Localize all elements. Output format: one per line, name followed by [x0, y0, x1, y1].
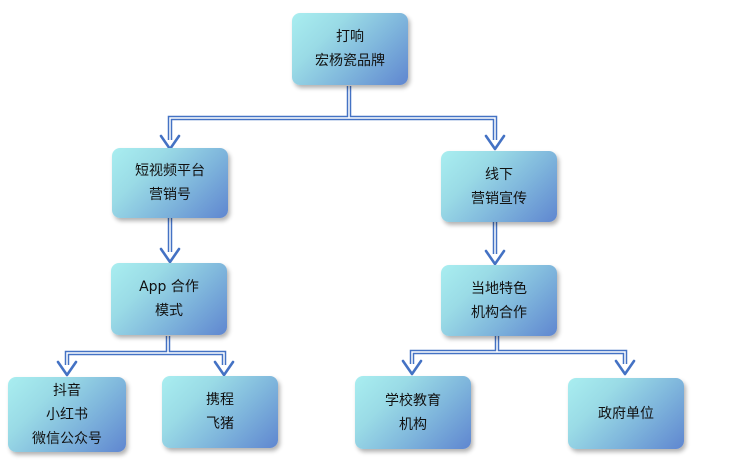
arrowhead-icon — [614, 359, 636, 376]
node-travel-line1: 携程 — [206, 392, 234, 408]
node-government: 政府单位 — [568, 378, 684, 449]
arrowhead-icon — [56, 360, 78, 377]
node-root-line1: 打响 — [336, 29, 364, 45]
connector-root-split — [167, 86, 498, 140]
node-short-video-line1: 短视频平台 — [135, 163, 205, 179]
arrowhead-icon — [401, 359, 423, 376]
node-short-video: 短视频平台 营销号 — [112, 148, 228, 218]
node-local-coop-line1: 当地特色 — [471, 280, 527, 297]
node-offline-line1: 线下 — [485, 166, 513, 183]
node-short-video-line2: 营销号 — [149, 187, 191, 203]
connector-app-split — [64, 336, 227, 365]
node-local-coop: 当地特色 机构合作 — [441, 265, 557, 336]
node-app-coop-line1: App 合作 — [139, 279, 199, 295]
node-root: 打响 宏杨瓷品牌 — [292, 13, 408, 85]
arrowhead-icon — [484, 134, 506, 151]
node-travel-line2: 飞猪 — [206, 416, 234, 432]
node-offline-line2: 营销宣传 — [471, 190, 527, 207]
node-social-line1: 抖音 — [53, 382, 81, 399]
node-app-coop: App 合作 模式 — [111, 263, 227, 335]
node-root-line2: 宏杨瓷品牌 — [315, 53, 385, 69]
node-social-line3: 微信公众号 — [32, 430, 102, 447]
node-school-line2: 机构 — [399, 416, 427, 433]
node-school: 学校教育 机构 — [355, 376, 471, 449]
node-app-coop-line2: 模式 — [155, 303, 183, 319]
node-offline: 线下 营销宣传 — [441, 151, 557, 222]
connector-local-split — [409, 336, 628, 364]
node-government-line1: 政府单位 — [598, 405, 654, 422]
node-travel: 携程 飞猪 — [162, 376, 278, 448]
arrowhead-icon — [484, 249, 506, 266]
node-social-line2: 小红书 — [46, 406, 88, 423]
node-social: 抖音 小红书 微信公众号 — [8, 377, 126, 452]
node-school-line1: 学校教育 — [385, 392, 441, 409]
node-local-coop-line2: 机构合作 — [471, 304, 527, 321]
arrowhead-icon — [213, 360, 235, 377]
arrowhead-icon — [159, 247, 181, 264]
